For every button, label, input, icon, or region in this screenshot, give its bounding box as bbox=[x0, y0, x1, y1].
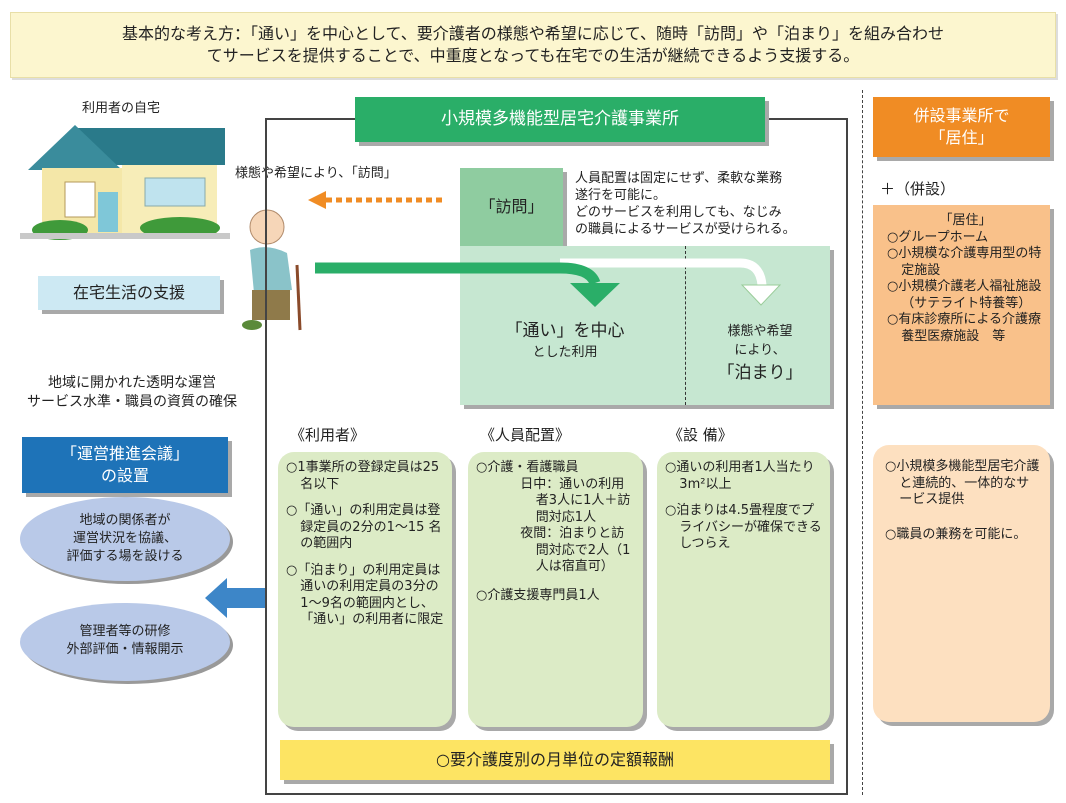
merit-item: ○職員の兼務を可能に。 bbox=[885, 526, 1027, 542]
right-divider bbox=[862, 90, 863, 795]
staff-box: ○介護・看護職員 日中：通いの利用者3人に1人＋訪問対応1人 夜間：泊まりと訪問… bbox=[468, 452, 643, 727]
colocated-title: 併設事業所で 「居住」 bbox=[873, 97, 1050, 157]
staffing-note: 人員配置は固定にせず、柔軟な業務 遂行を可能に。 どのサービスを利用しても、なじ… bbox=[575, 170, 845, 238]
staff-support: ○介護支援専門員1人 bbox=[476, 587, 600, 603]
users-title: 《利用者》 bbox=[290, 426, 366, 444]
residence-item: ○小規模な介護専用型の特定施設 bbox=[887, 246, 1042, 278]
ellipse-line: 外部評価・情報開示 bbox=[66, 642, 184, 657]
facility-title: 小規模多機能型居宅介護事業所 bbox=[355, 97, 765, 142]
title-line: 「居住」 bbox=[929, 128, 994, 147]
users-item: ○「泊まり」の利用定員は通いの利用定員の3分の1～9名の範囲内とし、「通い」の利… bbox=[286, 562, 444, 628]
staff-day: 日中：通いの利用者3人に1人＋訪問対応1人 bbox=[520, 476, 631, 525]
equipment-item: ○通いの利用者1人当たり3m²以上 bbox=[665, 460, 815, 492]
residence-item: ○小規模介護老人福祉施設（サテライト特養等） bbox=[887, 279, 1042, 311]
house-illustration bbox=[20, 125, 230, 240]
divider bbox=[685, 246, 686, 405]
note-line: 地域に開かれた透明な運営 bbox=[48, 375, 216, 391]
residence-box: 「居住」 ○グループホーム ○小規模な介護専用型の特定施設 ○小規模介護老人福祉… bbox=[873, 205, 1050, 405]
users-item: ○「通い」の利用定員は登録定員の2分の1～15 名の範囲内 bbox=[286, 503, 442, 551]
residence-item: ○有床診療所による介護療養型医療施設 等 bbox=[887, 312, 1041, 344]
stay-pre: により、 bbox=[734, 343, 786, 358]
equipment-item: ○泊まりは4.5畳程度でプライバシーが確保できるしつらえ bbox=[665, 503, 822, 551]
users-item: ○1事業所の登録定員は25名以下 bbox=[286, 460, 440, 492]
council-box: 「運営推進会議」 の設置 bbox=[22, 437, 228, 493]
home-label: 利用者の自宅 bbox=[82, 101, 161, 116]
equipment-box: ○通いの利用者1人当たり3m²以上 ○泊まりは4.5畳程度でプライバシーが確保で… bbox=[657, 452, 830, 727]
elderly-person-illustration bbox=[242, 209, 302, 331]
banner-line: 基本的な考え方：「通い」を中心として、要介護者の様態や希望に応じて、随時「訪問」… bbox=[122, 24, 944, 43]
staff-title: 《人員配置》 bbox=[480, 426, 571, 444]
ellipse-line: 運営状況を協議、 bbox=[72, 531, 177, 546]
residence-item: ○グループホーム bbox=[887, 229, 989, 245]
day-service-sub: とした利用 bbox=[532, 345, 598, 360]
visit-note: 様態や希望により、「訪問」 bbox=[235, 166, 397, 181]
merit-item: ○小規模多機能型居宅介護と連続的、一体的なサービス提供 bbox=[885, 459, 1040, 507]
banner-line: てサービスを提供することで、中重度となっても在宅での生活が継続できるよう支援する… bbox=[206, 46, 860, 65]
council-line: の設置 bbox=[100, 466, 149, 485]
note-line: 人員配置は固定にせず、柔軟な業務 bbox=[575, 171, 783, 186]
stay-pre: 様態や希望 bbox=[727, 324, 793, 339]
training-ellipse: 管理者等の研修 外部評価・情報開示 bbox=[20, 603, 230, 681]
colocated-plus: ＋（併設） bbox=[880, 180, 956, 198]
title-line: 併設事業所で bbox=[913, 106, 1010, 125]
staff-night: 夜間：泊まりと訪問対応で2人（1人は宿直可） bbox=[520, 526, 631, 574]
council-ellipse: 地域の関係者が 運営状況を協議、 評価する場を設ける bbox=[20, 497, 230, 581]
monthly-fee-bar: ○要介護度別の月単位の定額報酬 bbox=[280, 740, 830, 780]
basic-concept-banner: 基本的な考え方：「通い」を中心として、要介護者の様態や希望に応じて、随時「訪問」… bbox=[10, 12, 1056, 78]
users-box: ○1事業所の登録定員は25名以下 ○「通い」の利用定員は登録定員の2分の1～15… bbox=[278, 452, 452, 727]
note-line: どのサービスを利用しても、なじみ bbox=[575, 205, 782, 220]
note-line: 遂行を可能に。 bbox=[575, 188, 667, 203]
equipment-title: 《設 備》 bbox=[668, 426, 733, 444]
stay-service: 「泊まり」 bbox=[717, 363, 803, 383]
day-service-main: 「通い」を中心 bbox=[505, 321, 625, 341]
staff-head: ○介護・看護職員 bbox=[476, 460, 579, 475]
service-arrows bbox=[315, 258, 782, 307]
ellipse-line: 管理者等の研修 bbox=[79, 624, 171, 639]
ellipse-line: 評価する場を設ける bbox=[66, 549, 184, 564]
merit-box: ○小規模多機能型居宅介護と連続的、一体的なサービス提供 ○職員の兼務を可能に。 bbox=[873, 445, 1050, 722]
left-arrow bbox=[205, 578, 265, 618]
note-line: の職員によるサービスが受けられる。 bbox=[575, 222, 796, 237]
visit-box: 「訪問」 bbox=[460, 168, 563, 246]
transparency-note: 地域に開かれた透明な運営 サービス水準・職員の資質の確保 bbox=[22, 374, 242, 412]
note-line: サービス水準・職員の資質の確保 bbox=[27, 394, 237, 410]
council-line: 「運営推進会議」 bbox=[60, 444, 189, 463]
residence-head: 「居住」 bbox=[939, 213, 992, 228]
home-support-label: 在宅生活の支援 bbox=[38, 276, 220, 310]
visit-arrow bbox=[308, 191, 446, 209]
ellipse-line: 地域の関係者が bbox=[79, 513, 171, 528]
